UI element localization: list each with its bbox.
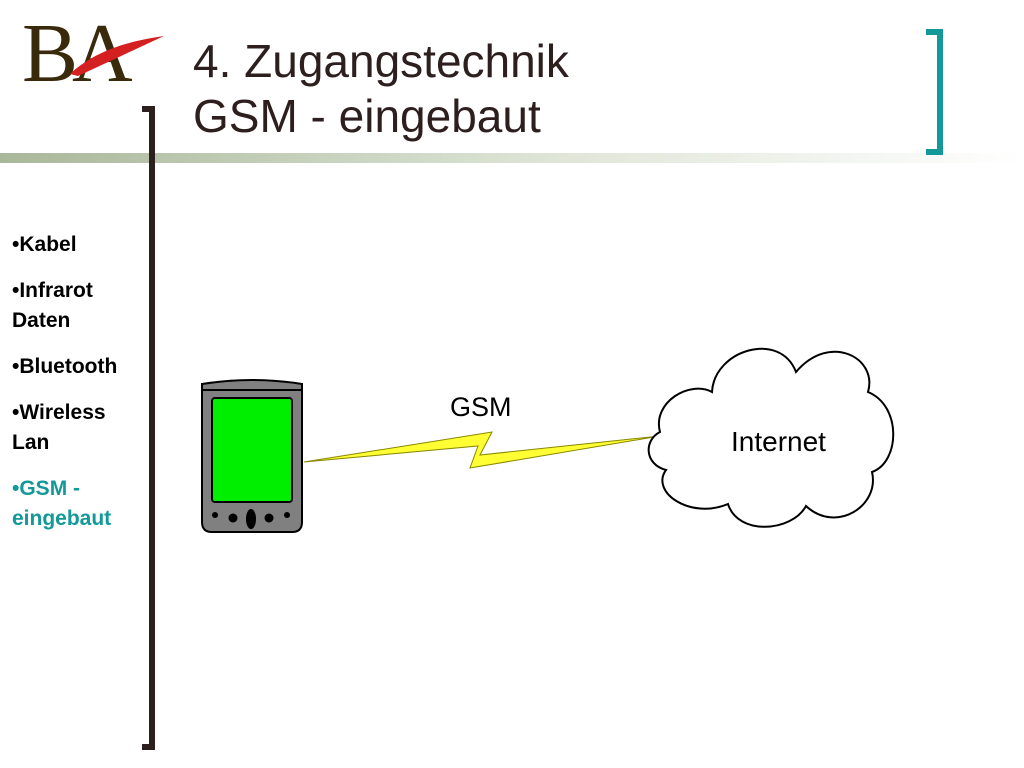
page-title: 4. Zugangstechnik GSM - eingebaut (193, 34, 569, 144)
title-underline (0, 153, 1024, 163)
topic-item-kabel[interactable]: •Kabel (12, 233, 77, 256)
gsm-link-bolt (303, 431, 661, 469)
title-line-2: GSM - eingebaut (193, 90, 541, 142)
topic-item-wireless-lan[interactable]: •Wireless Lan (12, 401, 106, 454)
topic-list: •Kabel •Infrarot Daten •Bluetooth •Wirel… (12, 230, 144, 550)
ba-logo: BA (18, 12, 168, 100)
topic-item-infrarot[interactable]: •Infrarot Daten (12, 279, 93, 332)
internet-label: Internet (731, 426, 826, 457)
gsm-label: GSM (450, 392, 512, 422)
internet-cloud-icon (647, 347, 895, 528)
title-line-1: 4. Zugangstechnik (193, 35, 569, 87)
pda-device-icon (201, 379, 303, 533)
bracket-right-icon (926, 29, 943, 155)
topic-item-gsm[interactable]: •GSM - eingebaut (12, 477, 112, 530)
vertical-divider (142, 106, 155, 750)
topic-item-bluetooth[interactable]: •Bluetooth (12, 355, 118, 378)
pda-screen (211, 397, 293, 503)
logo-swoosh-icon (70, 36, 164, 76)
